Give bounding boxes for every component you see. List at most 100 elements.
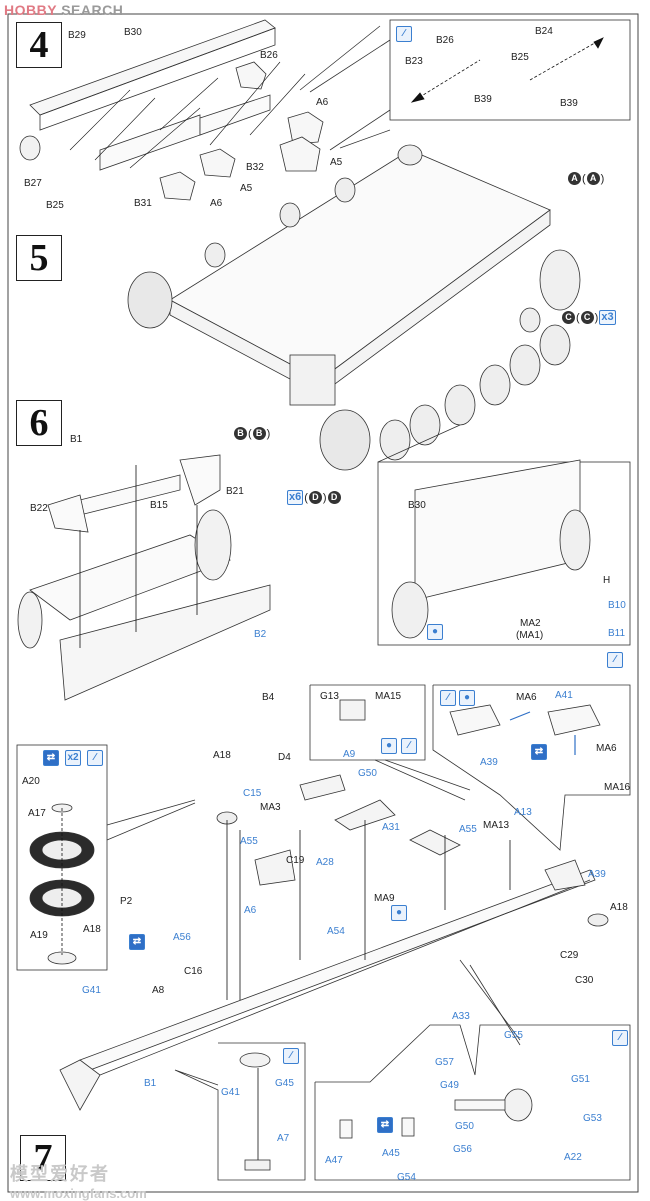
runner-letter-paren: C: [580, 311, 594, 324]
part-label: G50: [358, 768, 377, 779]
part-label: A8: [152, 985, 165, 996]
part-label: C16: [184, 966, 203, 977]
runner-letter-paren: D: [308, 491, 322, 504]
runner-d-callout: x6 (D) D: [287, 490, 341, 505]
part-label: A55: [240, 836, 258, 847]
part-label: A54: [327, 926, 345, 937]
part-label: B29: [68, 30, 86, 41]
part-label: A18: [83, 924, 101, 935]
part-label: MA9: [374, 893, 395, 904]
runner-b-callout: B (B): [234, 427, 270, 440]
road-wheels: [379, 324, 571, 461]
paint-brush-icon: ∕: [607, 652, 623, 668]
hobbysearch-watermark: HOBBY SEARCH: [4, 2, 123, 18]
rotate-icon: ⇄: [531, 744, 547, 760]
step-4-number: 4: [16, 22, 62, 68]
part-label: A55: [459, 824, 477, 835]
part-label: A39: [588, 869, 606, 880]
part-label: B21: [226, 486, 244, 497]
part-label: C30: [575, 975, 594, 986]
part-label: G50: [455, 1121, 474, 1132]
idler-wheel: [539, 249, 581, 311]
part-label: G55: [504, 1030, 523, 1041]
part-label: B30: [408, 500, 426, 511]
part-label: MA2: [520, 618, 541, 629]
cement-drop-icon: ●: [459, 690, 475, 706]
part-label: B39: [474, 94, 492, 105]
watermark-url: www.moxingfans.com: [10, 1186, 147, 1201]
part-label: A22: [564, 1152, 582, 1163]
paint-brush-icon: ∕: [401, 738, 417, 754]
paint-brush-icon: ∕: [396, 26, 412, 42]
step5-drawing: [127, 144, 581, 471]
runner-letter-paren: B: [252, 427, 266, 440]
part-label: C29: [560, 950, 579, 961]
rotate-icon: ⇄: [43, 750, 59, 766]
part-label: (MA1): [516, 630, 544, 641]
step-5-number: 5: [16, 235, 62, 281]
part-label: P2: [120, 896, 133, 907]
part-label: A56: [173, 932, 191, 943]
part-label: B26: [260, 50, 278, 61]
part-label: G56: [453, 1144, 472, 1155]
step-7-number: 7: [20, 1135, 66, 1181]
part-label: B2: [254, 629, 267, 640]
part-label: MA6: [596, 743, 617, 754]
watermark-search: SEARCH: [61, 2, 124, 18]
part-label: G13: [320, 691, 339, 702]
part-label: A28: [316, 857, 334, 868]
runner-letter: C: [562, 311, 575, 324]
part-label: G53: [583, 1113, 602, 1124]
part-label: MA3: [260, 802, 281, 813]
part-label: B39: [560, 98, 578, 109]
part-label: G45: [275, 1078, 294, 1089]
part-label: A20: [22, 776, 40, 787]
moxingfans-watermark: 模型爱好者 www.moxingfans.com: [10, 1160, 147, 1201]
cement-drop-icon: ●: [391, 905, 407, 921]
rotate-icon: ⇄: [377, 1117, 393, 1133]
part-label: MA13: [483, 820, 510, 831]
part-label: B10: [608, 600, 626, 611]
part-label: A39: [480, 757, 498, 768]
part-label: A33: [452, 1011, 470, 1022]
part-label: A6: [210, 198, 223, 209]
runner-letter: D: [327, 491, 341, 504]
part-label: B30: [124, 27, 142, 38]
part-label: B32: [246, 162, 264, 173]
paint-brush-icon: ∕: [87, 750, 103, 766]
quantity-multiplier: x3: [599, 310, 616, 325]
part-label: B31: [134, 198, 152, 209]
part-label: G54: [397, 1172, 416, 1183]
part-label: A6: [316, 97, 329, 108]
cement-drop-icon: ●: [427, 624, 443, 640]
part-label: B4: [262, 692, 275, 703]
part-label: A18: [610, 902, 628, 913]
part-label: B15: [150, 500, 168, 511]
part-label: G41: [82, 985, 101, 996]
part-label: A6: [244, 905, 257, 916]
part-label: A5: [330, 157, 343, 168]
cement-drop-icon: ●: [381, 738, 397, 754]
part-label: H: [603, 575, 611, 586]
part-label: B27: [24, 178, 42, 189]
part-label: MA16: [604, 782, 631, 793]
part-label: MA15: [375, 691, 402, 702]
step7-drawing: [16, 684, 631, 1181]
rotate-icon: ⇄: [129, 934, 145, 950]
inset4-arrows: [410, 37, 604, 103]
part-label: A13: [514, 807, 532, 818]
paint-brush-icon: ∕: [440, 690, 456, 706]
part-label: B25: [511, 52, 529, 63]
part-label: G51: [571, 1074, 590, 1085]
drive-sprocket: [319, 409, 371, 471]
part-label: G57: [435, 1057, 454, 1068]
part-label: B23: [405, 56, 423, 67]
part-label: B11: [608, 628, 626, 639]
runner-c-callout: C (C) x3: [562, 310, 616, 325]
page-border: [7, 13, 639, 1193]
part-label: MA6: [516, 692, 537, 703]
quantity-multiplier: x6: [287, 490, 304, 505]
part-label: C19: [286, 855, 305, 866]
part-label: A9: [343, 749, 356, 760]
